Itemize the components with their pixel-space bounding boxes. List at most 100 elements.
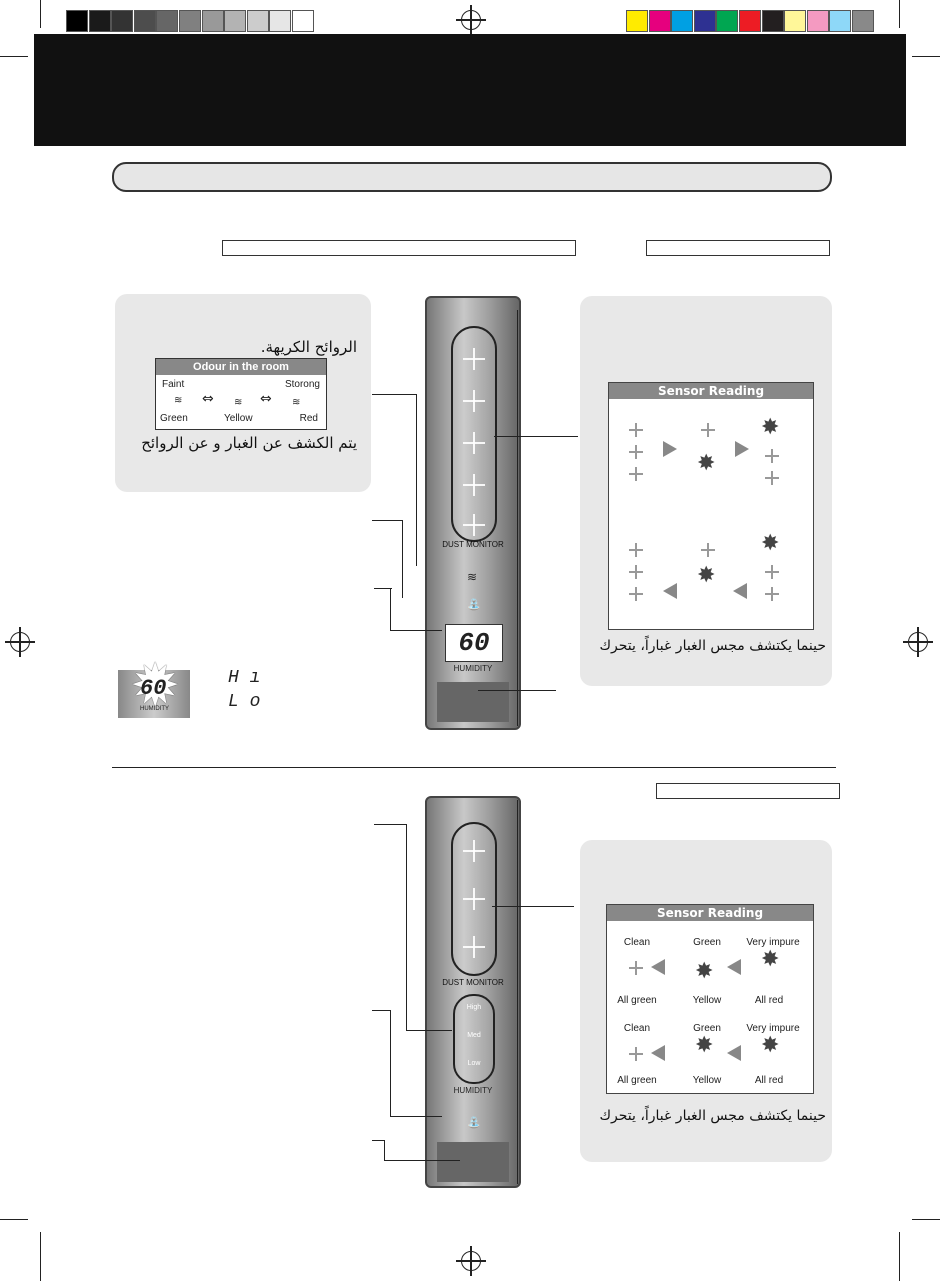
water-tap-icon: ⛲ — [467, 598, 481, 611]
crop-mark — [40, 0, 41, 28]
crop-mark — [0, 56, 28, 57]
sensor-light — [629, 1047, 643, 1061]
odour-low-icon: ≋ — [174, 395, 183, 406]
connector-line — [494, 436, 578, 437]
process-color-swatch — [806, 10, 829, 32]
grayscale-swatch — [246, 10, 269, 32]
sensor-light — [629, 961, 643, 975]
process-color-swatch — [761, 10, 784, 32]
grayscale-swatch — [292, 10, 314, 32]
connector-line — [372, 1140, 384, 1141]
process-color-swatch — [671, 10, 694, 32]
process-color-swatch — [693, 10, 716, 32]
arabic-text: الروائح الكريهة. — [260, 338, 357, 356]
sensor-light — [765, 449, 779, 463]
connector-line — [478, 690, 556, 691]
right-arrow-icon — [735, 441, 749, 457]
connector-line — [406, 824, 407, 1030]
humidity-display: 60 — [445, 624, 503, 662]
connector-line — [492, 906, 574, 907]
sparkle-light — [463, 390, 485, 412]
registration-mark-top — [456, 5, 486, 35]
blank-label-box — [646, 240, 830, 256]
grayscale-swatch — [269, 10, 292, 32]
process-color-swatch — [626, 10, 648, 32]
connector-line — [372, 1010, 390, 1011]
arabic-text: حينما يكتشف مجس الغبار غباراً، يتحرك — [599, 638, 827, 654]
all-red-label: All red — [754, 1075, 784, 1086]
sparkle-light — [463, 840, 485, 862]
humidity-value: 60 — [458, 628, 490, 658]
burst-light-icon: ✸ — [695, 1033, 714, 1058]
blank-label-box — [222, 240, 576, 256]
sparkle-light — [463, 432, 485, 454]
odour-mid-icon: ≋ — [234, 397, 243, 408]
connector-line — [390, 1116, 442, 1117]
sensor-light — [629, 543, 643, 557]
burst-light-icon: ✸ — [761, 947, 780, 972]
process-color-swatch — [829, 10, 852, 32]
registration-mark-right — [903, 627, 933, 657]
process-color-swatch — [852, 10, 874, 32]
connector-line — [372, 520, 402, 521]
water-tap-icon: ⛲ — [467, 1116, 481, 1129]
sensor-window — [437, 1142, 509, 1182]
crop-mark — [899, 0, 900, 28]
sensor-light — [629, 445, 643, 459]
burst-light-icon: ✸ — [695, 959, 714, 984]
connector-line — [374, 588, 392, 589]
double-arrow-icon: ⇔ — [260, 391, 272, 407]
left-arrow-icon — [663, 583, 677, 599]
strong-label: Storong — [284, 379, 320, 390]
blank-label-box — [656, 783, 840, 799]
sparkle-light — [463, 348, 485, 370]
process-color-swatch — [716, 10, 739, 32]
crop-mark — [899, 1232, 900, 1281]
crop-mark — [40, 1232, 41, 1281]
humidity-med-option[interactable]: Med — [467, 1032, 481, 1039]
sensor-light — [765, 471, 779, 485]
sparkle-light — [463, 936, 485, 958]
section-divider — [112, 767, 836, 768]
humidity-high-option[interactable]: High — [466, 1004, 482, 1011]
left-arrow-icon — [727, 959, 741, 975]
sensor-light — [701, 543, 715, 557]
all-green-label: All green — [617, 995, 657, 1006]
yellow-label: Yellow — [692, 995, 722, 1006]
inset-humidity-value: 60 — [140, 676, 167, 701]
sensor-reading-title: Sensor Reading — [609, 383, 813, 399]
burst-light-icon: ✸ — [697, 563, 716, 588]
yellow-label: Yellow — [692, 1075, 722, 1086]
connector-line — [416, 394, 417, 566]
humidity-label: HUMIDITY — [453, 664, 493, 673]
grayscale-swatch — [156, 10, 179, 32]
inset-humidity-label: HUMIDITY — [140, 706, 169, 712]
process-color-swatch — [648, 10, 671, 32]
process-color-swatch — [739, 10, 761, 32]
dust-monitor-indicator — [451, 822, 497, 976]
sensor-light — [629, 565, 643, 579]
red-label: Red — [299, 413, 318, 424]
crop-mark — [912, 56, 940, 57]
all-green-label: All green — [617, 1075, 657, 1086]
grayscale-swatch — [111, 10, 134, 32]
burst-icon: ✹ — [130, 651, 181, 721]
sparkle-light — [463, 514, 485, 536]
clean-label: Clean — [623, 1023, 651, 1034]
connector-line — [390, 630, 442, 631]
green-label: Green — [693, 1023, 721, 1034]
left-arrow-icon — [733, 583, 747, 599]
humidity-label: HUMIDITY — [453, 1086, 493, 1095]
sensor-light — [765, 565, 779, 579]
odour-icon: ≋ — [467, 570, 478, 584]
arabic-text: حينما يكتشف مجس الغبار غباراً، يتحرك — [599, 1108, 827, 1124]
double-arrow-icon: ⇔ — [202, 391, 214, 407]
humidity-low-option[interactable]: Low — [467, 1060, 481, 1067]
left-arrow-icon — [727, 1045, 741, 1061]
header-block — [34, 34, 906, 146]
lo-indicator: L o — [228, 692, 261, 712]
arabic-text: يتم الكشف عن الغبار و عن الروائح — [141, 434, 357, 452]
burst-light-icon: ✸ — [697, 451, 716, 476]
connector-line — [402, 520, 403, 598]
clean-label: Clean — [623, 937, 651, 948]
